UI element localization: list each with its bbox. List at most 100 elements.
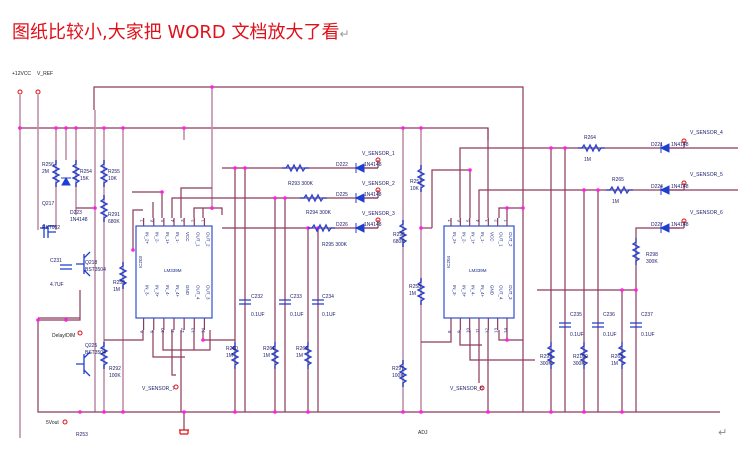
chip-ic203-pin: 3 [180, 219, 185, 222]
resistor-label: R253 [76, 432, 88, 438]
transistor-ref: Q218 [85, 260, 97, 266]
resistor-ref: R254 [80, 169, 92, 175]
sensor-label: V_SENSOR_8 [450, 386, 483, 392]
diode-ref: D226 [336, 222, 348, 228]
chip-ic203-part: LM339M [164, 268, 182, 273]
chip-ic204-pin: 14 [503, 327, 508, 333]
transistors [40, 224, 91, 377]
chip-ic204-pin: 3 [484, 219, 489, 222]
chip-ic204-pin: 11 [475, 328, 480, 333]
chip-ic204-pin: 7 [447, 219, 452, 222]
chip-ic204-pin-label: IN_2+ [452, 232, 457, 245]
capacitor-value: 0.1UF [290, 312, 304, 318]
capacitor-ref: C233 [290, 294, 302, 300]
chip-ic203-pin-label: OUT_2 [205, 232, 210, 247]
capacitor-ref: C232 [251, 294, 263, 300]
resistor-value: 300K [540, 361, 552, 367]
resistor-ref: R257 [410, 179, 422, 185]
chip-ic204-pin-label: OUT_3 [508, 285, 513, 300]
resistor-value: 300K [573, 361, 585, 367]
diode-ref: D224 [651, 184, 663, 190]
resistor-ref: R2100 [573, 354, 588, 360]
chip-ic203-pin-label: IN_2- [155, 232, 160, 244]
transistor-ref: Q217 [42, 201, 54, 207]
net-label-vref: V_REF [37, 71, 53, 77]
sensor-label: V_SENSOR_2 [362, 181, 395, 187]
capacitor-ref: C235 [570, 312, 582, 318]
chip-ic203-pin-label: IN_3- [145, 285, 150, 297]
caption-text: 图纸比较小,大家把 WORD 文档放大了看 [12, 22, 340, 43]
capacitor-value: 0.1UF [570, 332, 584, 338]
resistor-label: R295 300K [322, 242, 348, 248]
resistor-ref: R297 [392, 366, 404, 372]
resistor-ref: R263 [611, 354, 623, 360]
resistor-value: 1M [226, 353, 233, 359]
resistor-value: 1M [296, 353, 303, 359]
chip-ic203-pin: 13 [190, 327, 195, 333]
chip-ic204-pin: 8 [447, 330, 452, 333]
chip-ic203-pin: 11 [170, 328, 175, 333]
resistor-value: 1M [611, 361, 618, 367]
resistor-ref: R262 [296, 346, 308, 352]
port-vref[interactable] [35, 89, 41, 95]
chip-ic204-pin-label: IN_1+ [471, 232, 476, 245]
diode-type: 1N4148 [364, 222, 382, 228]
chip-ic203-ref: IC203 [138, 255, 143, 268]
net-label-vcc: +12VCC [12, 71, 31, 77]
resistor-value: 1M [584, 157, 591, 163]
resistor-ref: R298 [646, 252, 658, 258]
capacitor-ref: C236 [603, 312, 615, 318]
resistor-ref: R265 [612, 177, 624, 183]
document-caption: 图纸比较小,大家把 WORD 文档放大了看↵ [12, 18, 350, 44]
sensor-label: V_SENSOR_6 [690, 210, 723, 216]
paragraph-mark-icon: ↵ [339, 27, 350, 41]
resistor-value: 2M [42, 169, 49, 175]
resistor-value: 1M [113, 287, 120, 293]
capacitor-value: 0.1UF [603, 332, 617, 338]
chip-ic204-pin-label: IN_4- [471, 285, 476, 297]
resistor-ref: R256 [42, 162, 54, 168]
ground-icon [179, 429, 189, 435]
port-sensor-8[interactable] [479, 385, 485, 391]
resistor-ref: R299 [540, 354, 552, 360]
chip-ic204-pin: 9 [456, 330, 461, 333]
chip-ic204-pin: 2 [494, 219, 499, 222]
diode-type: 1N4148 [70, 217, 88, 223]
chip-ic204-pin: 1 [503, 219, 508, 222]
port-vcc[interactable] [17, 89, 23, 95]
resistor-label: R293 300K [288, 181, 314, 187]
capacitor-ref: C234 [322, 294, 334, 300]
net-label-delay: Delay/DIM [52, 333, 75, 339]
capacitors [60, 264, 642, 328]
resistor-value: 1M [263, 353, 270, 359]
chip-ic203-pin-label: OUT_4 [195, 285, 200, 300]
chip-ic204-pin-label: OUT_1 [499, 232, 504, 247]
chip-ic203-pin: 14 [200, 327, 205, 333]
transistor-type: RK7002 [42, 225, 60, 231]
sensor-label: V_SENSOR_1 [362, 151, 395, 157]
chip-ic203-pin-label: IN_1+ [165, 232, 170, 245]
chip-ic203-pin-label: IN_4+ [175, 285, 180, 298]
chip-ic204-pin-label: IN_4+ [480, 285, 485, 298]
diodes [61, 141, 685, 233]
port-vout[interactable] [62, 419, 68, 425]
chip-ic204-pin: 6 [456, 219, 461, 222]
resistor-ref: R255 [108, 169, 120, 175]
sensor-label: V_SENSOR_7 [142, 386, 175, 392]
chip-ic203-pin-label: IN_1- [175, 232, 180, 244]
chip-ic204-pin: 5 [466, 219, 471, 222]
chip-ic204-pin-label: IN_3+ [461, 285, 466, 298]
capacitor-value: 4.7UF [50, 282, 64, 288]
chip-ic203-pin-label: OUT_1 [195, 232, 200, 247]
chip-ic203-pin: 10 [160, 327, 165, 333]
wires [18, 86, 738, 438]
diode-type: 1N4148 [671, 222, 689, 228]
port-delay[interactable] [77, 330, 83, 336]
diode-type: 1N4148 [671, 184, 689, 190]
diode-ref: D225 [336, 192, 348, 198]
port-sensor-7[interactable] [173, 384, 179, 390]
resistor-value: 1M [612, 199, 619, 205]
chip-ic204-pin-label: IN_1- [480, 232, 485, 244]
